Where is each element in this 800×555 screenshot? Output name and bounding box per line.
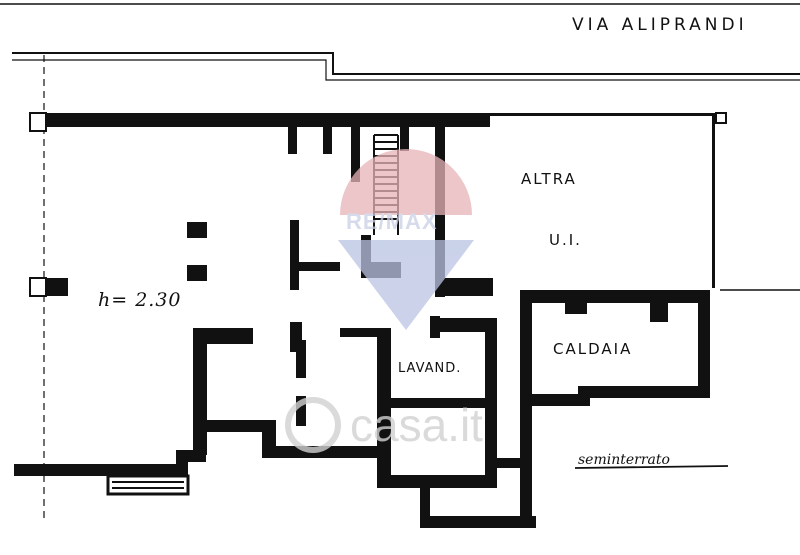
room-label-altra: ALTRA (521, 170, 577, 188)
casa-watermark: casa.it (285, 397, 483, 453)
room-label-lavanderia: LAVAND. (398, 361, 461, 376)
ceiling-height-note: h= 2.30 (98, 289, 182, 311)
casa-watermark-text: casa.it (350, 399, 483, 451)
walls (14, 112, 800, 528)
property-boundary (12, 52, 800, 81)
room-label-caldaia: CALDAIA (553, 340, 632, 358)
remax-watermark-text: RE/MAX (346, 209, 438, 234)
street-label: VIA ALIPRANDI (572, 15, 748, 35)
room-label-ui: U.I. (549, 231, 582, 249)
remax-watermark: RE/MAX (338, 149, 474, 330)
caption-underline (574, 465, 729, 469)
level-caption: seminterrato (578, 452, 670, 468)
